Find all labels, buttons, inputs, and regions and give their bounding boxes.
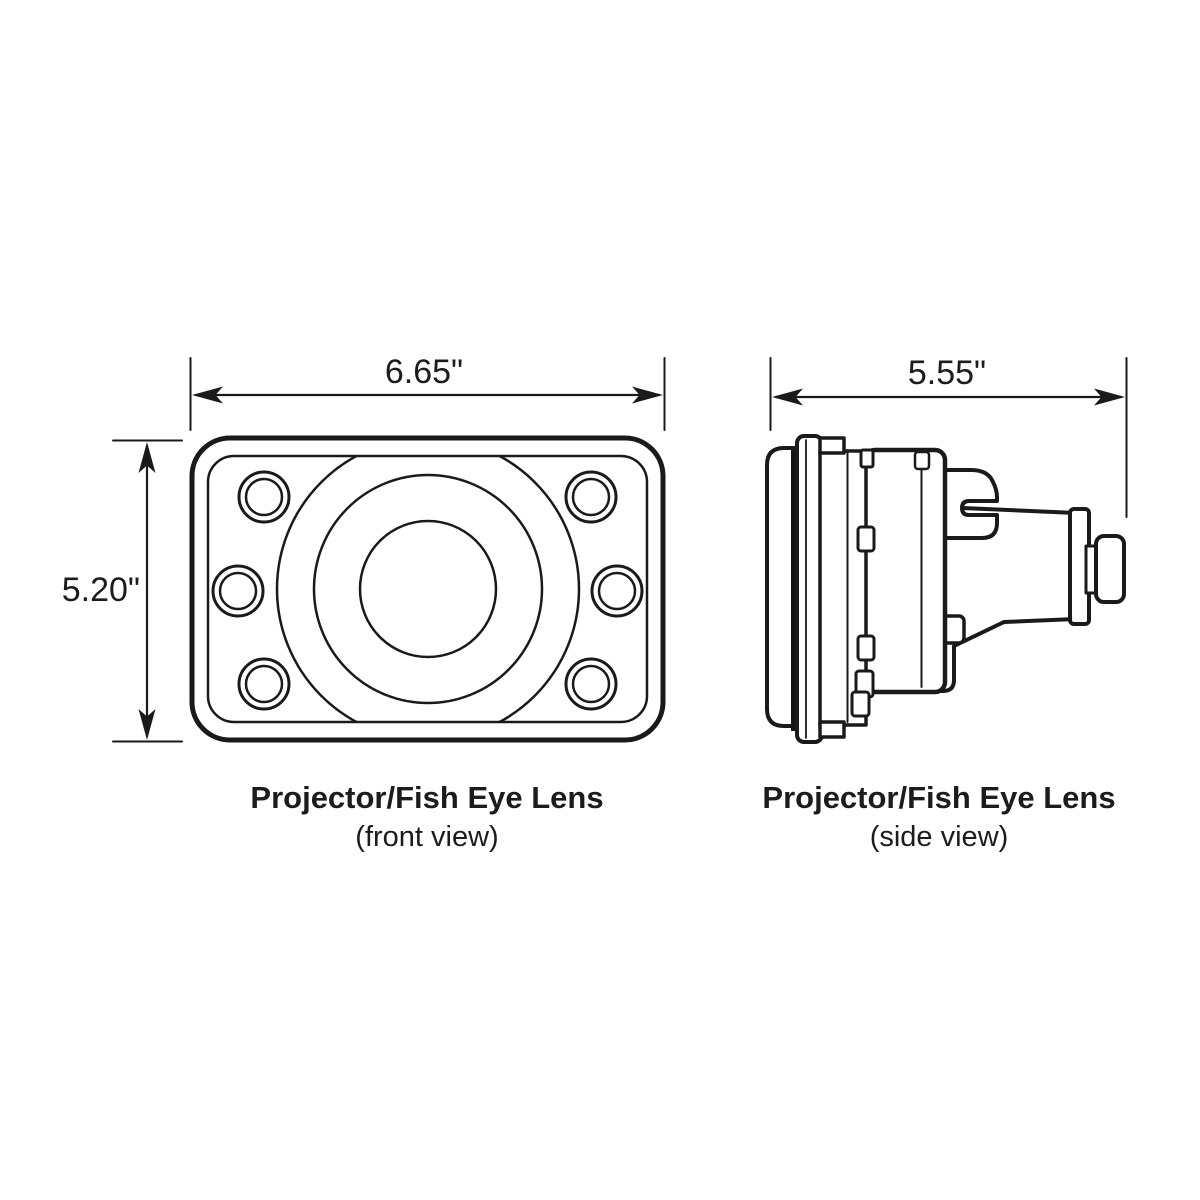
side-view-caption-title: Projector/Fish Eye Lens bbox=[762, 780, 1116, 815]
front-lens-center-circle bbox=[358, 519, 498, 659]
arrowhead-up-icon bbox=[138, 442, 156, 473]
slab-foot-step bbox=[850, 690, 871, 718]
bolt-hole bbox=[211, 564, 265, 618]
slab-clip bbox=[856, 525, 876, 553]
bolt-hole bbox=[237, 470, 291, 524]
arrowhead-down-icon bbox=[138, 709, 156, 740]
front-inner-bezel bbox=[206, 454, 649, 724]
front-view-caption-title: Projector/Fish Eye Lens bbox=[250, 780, 604, 815]
front-bolt-holes bbox=[211, 470, 644, 711]
side-width-dimension: 5.55" bbox=[769, 354, 1128, 518]
side-housing-block bbox=[862, 447, 948, 695]
front-lens-outer-circle bbox=[275, 456, 581, 722]
side-view-caption-subtitle: (side view) bbox=[869, 820, 1009, 853]
side-connector-plug bbox=[1094, 534, 1126, 604]
front-view-caption-subtitle: (front view) bbox=[355, 820, 499, 853]
side-adjuster-bracket bbox=[942, 468, 999, 540]
arrowhead-right-icon bbox=[632, 386, 663, 404]
bolt-hole bbox=[590, 564, 644, 618]
front-view-drawing bbox=[189, 435, 666, 743]
bolt-hole bbox=[237, 657, 291, 711]
front-height-dimension-label: 5.20" bbox=[62, 571, 140, 609]
front-lens-middle-circle bbox=[312, 473, 544, 705]
front-width-dimension-label: 6.65" bbox=[385, 353, 463, 391]
slab-shoulder-bottom bbox=[818, 720, 846, 739]
side-top-clip bbox=[913, 450, 931, 471]
front-height-dimension: 5.20" bbox=[62, 439, 183, 743]
front-view-caption: Projector/Fish Eye Lens (front view) bbox=[197, 780, 657, 854]
slab-clip bbox=[859, 448, 875, 469]
side-width-dimension-label: 5.55" bbox=[908, 354, 986, 392]
side-view-caption: Projector/Fish Eye Lens (side view) bbox=[709, 780, 1169, 854]
front-width-dimension: 6.65" bbox=[189, 353, 666, 431]
bolt-hole bbox=[564, 657, 618, 711]
arrowhead-left-icon bbox=[192, 386, 223, 404]
slab-shoulder-top bbox=[818, 436, 846, 455]
slab-clip bbox=[856, 634, 876, 662]
front-outer-housing bbox=[189, 435, 666, 743]
arrowhead-left-icon bbox=[772, 388, 803, 406]
arrowhead-right-icon bbox=[1094, 388, 1125, 406]
bolt-hole bbox=[564, 470, 618, 524]
side-view-drawing bbox=[765, 434, 1126, 744]
